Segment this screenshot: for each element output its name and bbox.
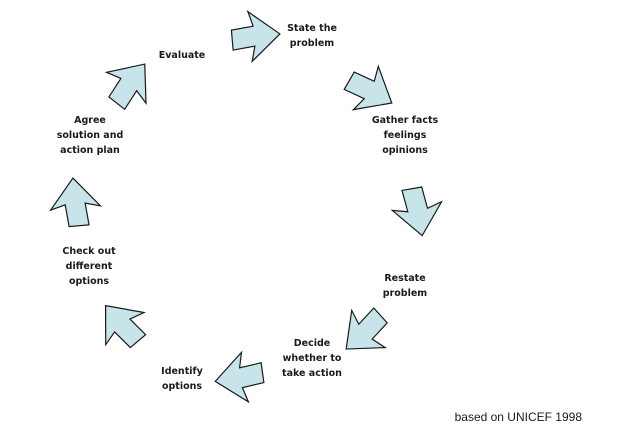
step-line: problem [382,288,428,299]
step-agree-solution: Agree solution and action plan [54,113,126,158]
step-check-options: Check out different options [58,244,120,289]
step-line: options [161,381,203,392]
step-line: Restate [384,273,426,284]
step-line: whether to [282,353,342,364]
step-line: Identify [161,366,203,377]
step-line: options [68,276,110,287]
step-line: Decide [293,338,331,349]
step-restate-problem: Restate problem [377,271,433,301]
step-line: take action [282,368,342,379]
arrow-to-agree-solution-icon [49,177,103,228]
arrow-to-state-problem-icon [230,10,281,64]
step-line: problem [289,38,335,49]
arrow-to-decide-action-icon [345,307,389,350]
step-state-problem: State the problem [280,21,344,51]
step-line: feelings [383,130,427,141]
step-decide-action: Decide whether to take action [280,336,344,381]
arrow-to-check-options-icon [104,304,147,349]
step-identify-options: Identify options [156,364,208,394]
source-note: based on UNICEF 1998 [454,410,582,424]
arrow-to-restate-problem-icon [390,186,444,237]
step-line: Gather facts [371,115,439,126]
arrow-to-evaluate-icon [104,63,147,111]
step-evaluate: Evaluate [152,48,212,63]
step-line: solution and [56,130,124,141]
step-line: Check out [62,246,116,257]
step-gather-facts: Gather facts feelings opinions [370,113,440,158]
step-line: State the [287,23,337,34]
step-line: Agree [74,115,106,126]
step-line: different [65,261,113,272]
step-line: action plan [60,145,120,156]
step-line: Evaluate [158,50,206,61]
arrow-to-identify-options-icon [214,350,265,404]
step-line: opinions [382,145,428,156]
arrow-to-gather-facts-icon [343,64,393,111]
